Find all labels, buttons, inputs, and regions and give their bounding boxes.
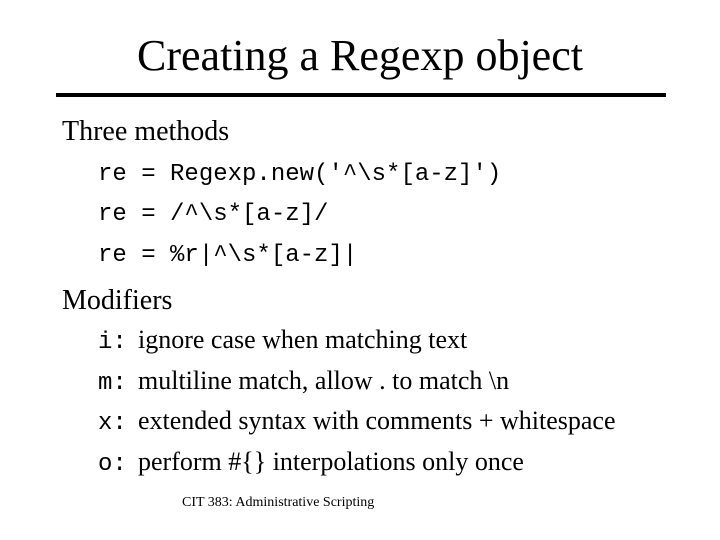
modifier-description: ignore case when matching text: [138, 325, 468, 354]
modifier-item-o: o: perform #{} interpolations only once: [98, 447, 524, 481]
modifier-item-x: x: extended syntax with comments + white…: [98, 406, 615, 440]
modifier-item-i: i: ignore case when matching text: [98, 325, 467, 359]
slide-footer: CIT 383: Administrative Scripting: [182, 495, 375, 510]
modifier-key: x:: [98, 410, 127, 437]
modifiers-heading: Modifiers: [62, 285, 173, 316]
method-line-percent-r-literal: re = %r|^\s*[a-z]|: [98, 242, 358, 269]
slide-title: Creating a Regexp object: [137, 31, 583, 80]
modifier-description: perform #{} interpolations only once: [138, 447, 524, 476]
modifier-key: m:: [98, 370, 127, 397]
modifier-description: extended syntax with comments + whitespa…: [138, 406, 616, 435]
modifier-description: multiline match, allow . to match \n: [138, 366, 510, 395]
modifier-item-m: m: multiline match, allow . to match \n: [98, 366, 509, 400]
modifier-key: i:: [98, 329, 127, 356]
method-line-slash-literal: re = /^\s*[a-z]/: [98, 201, 329, 228]
method-line-regexp-new: re = Regexp.new('^\s*[a-z]'): [98, 161, 502, 188]
modifier-key: o:: [98, 451, 127, 478]
methods-heading: Three methods: [62, 116, 230, 147]
title-underline-divider: [56, 93, 666, 97]
